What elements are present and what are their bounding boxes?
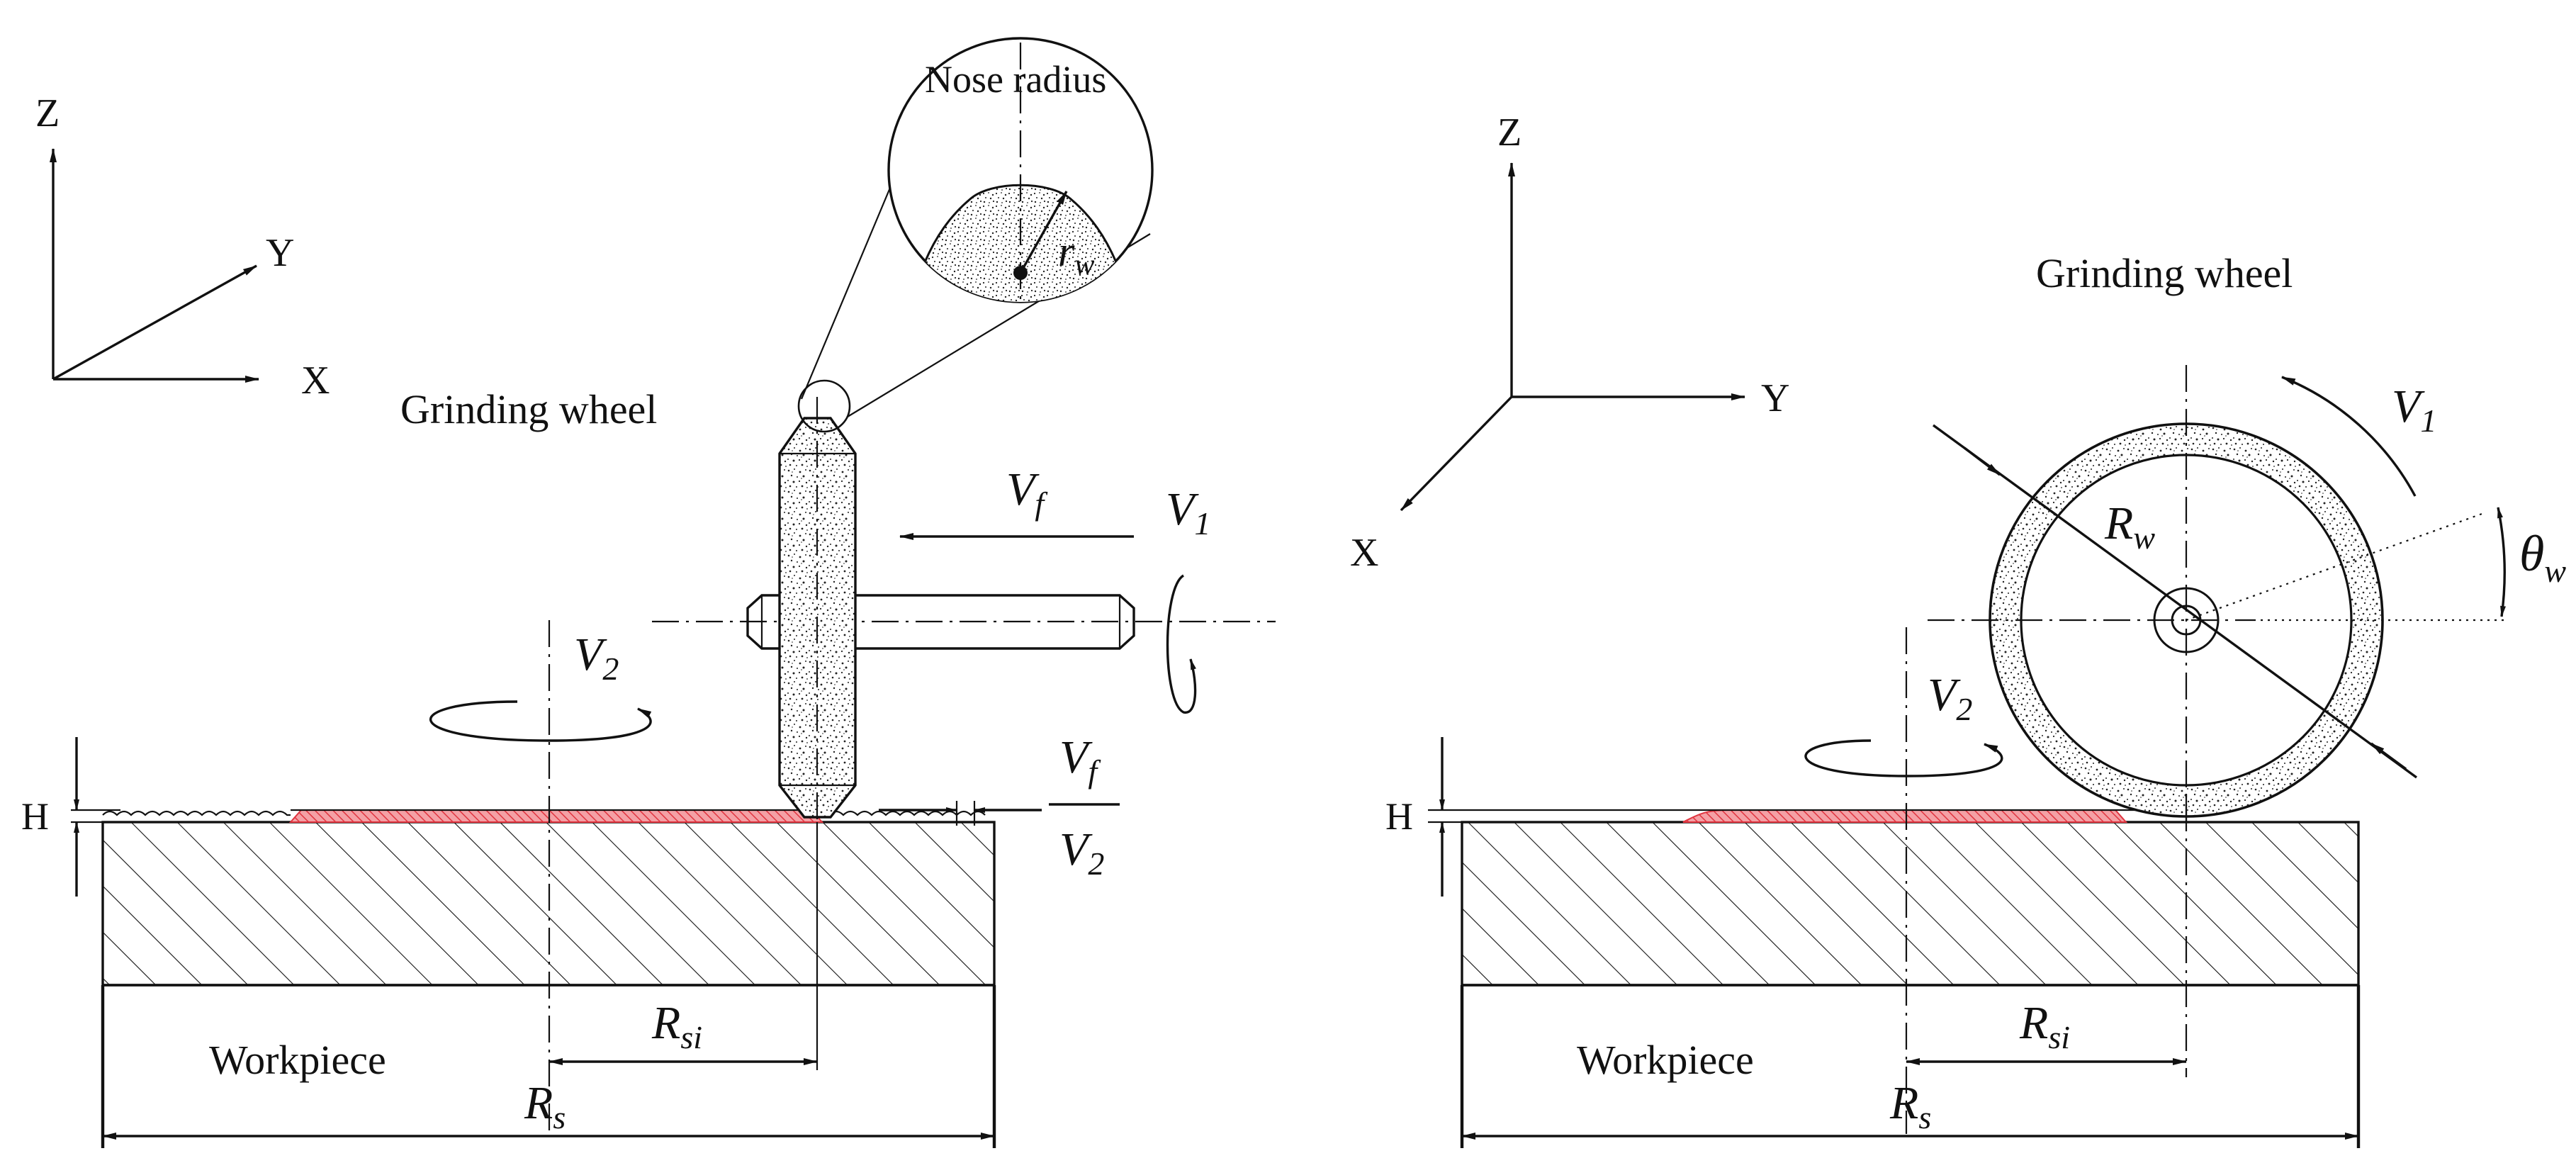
right-x-axis [1400, 395, 1513, 512]
left-x-label: X [301, 359, 330, 403]
right-wheel-diameter-line [1932, 424, 2418, 779]
left-nose-radius-inset: Nose radius rw [800, 37, 1154, 417]
nose-radius-label: rw [1058, 228, 1094, 281]
right-v1-arrow [2281, 376, 2417, 497]
left-wheel-label: Grinding wheel [400, 386, 657, 432]
right-workpiece-label: Workpiece [1577, 1037, 1754, 1083]
left-diagram: Z Y X Grinding wheel Workpiece H [21, 37, 1276, 1148]
right-angle: θw [2497, 507, 2566, 617]
left-spindle [652, 574, 1276, 714]
right-wheel-label: Grinding wheel [2036, 250, 2293, 296]
left-v1-label: V1 [1166, 483, 1210, 541]
left-workpiece-label: Workpiece [209, 1037, 386, 1083]
left-z-label: Z [35, 91, 60, 135]
inset-title: Nose radius [925, 58, 1106, 101]
left-grinding-wheel [778, 379, 857, 822]
nose-radius-arrow [1019, 191, 1068, 274]
right-removed-layer [1682, 809, 2128, 823]
right-z-label: Z [1497, 111, 1522, 154]
right-workpiece: Workpiece [1460, 809, 2361, 1148]
right-v2-label: V2 [1928, 669, 1972, 727]
left-depth-dimension: H [21, 737, 120, 897]
right-rsi-label: Rsi [2019, 997, 2070, 1055]
left-y-axis [52, 264, 257, 381]
right-angle-arc [2497, 507, 2506, 617]
left-axes: Z Y X [35, 91, 330, 403]
right-wheel-rotation: V1 [2281, 376, 2436, 497]
right-x-label: X [1350, 531, 1378, 575]
left-feed: Vf V1 [899, 463, 1210, 541]
left-v2-label: V2 [574, 629, 619, 687]
left-table-rotation: V2 [429, 620, 652, 1134]
right-v1-label: V1 [2392, 381, 2436, 439]
right-depth-dimension: H [1385, 737, 1462, 897]
left-rsi-label: Rsi [651, 997, 702, 1055]
left-dimensions: Rsi Rs [102, 822, 995, 1140]
right-axes: Z Y X [1350, 111, 1789, 575]
left-ratio-top: Vf [1059, 731, 1101, 790]
left-removed-layer [288, 809, 824, 823]
left-rs-label: Rs [524, 1077, 566, 1135]
right-diagram: Z Y X Grinding wheel Workpiece H [1350, 111, 2566, 1148]
right-dimensions: Rsi Rs [1461, 997, 2359, 1140]
left-y-label: Y [266, 231, 294, 275]
right-depth-label: H [1385, 795, 1413, 838]
left-depth-label: H [21, 795, 49, 838]
right-rw-label: Rw [2104, 498, 2155, 556]
right-rs-label: Rs [1889, 1077, 1931, 1135]
left-ratio-bottom: V2 [1059, 824, 1104, 882]
right-table-rotation: V2 [1804, 627, 2003, 1134]
right-grinding-wheel: Rw [1928, 365, 2509, 1077]
right-theta-label: θw [2519, 525, 2566, 589]
right-y-label: Y [1761, 376, 1789, 420]
left-vf-label: Vf [1006, 463, 1048, 522]
